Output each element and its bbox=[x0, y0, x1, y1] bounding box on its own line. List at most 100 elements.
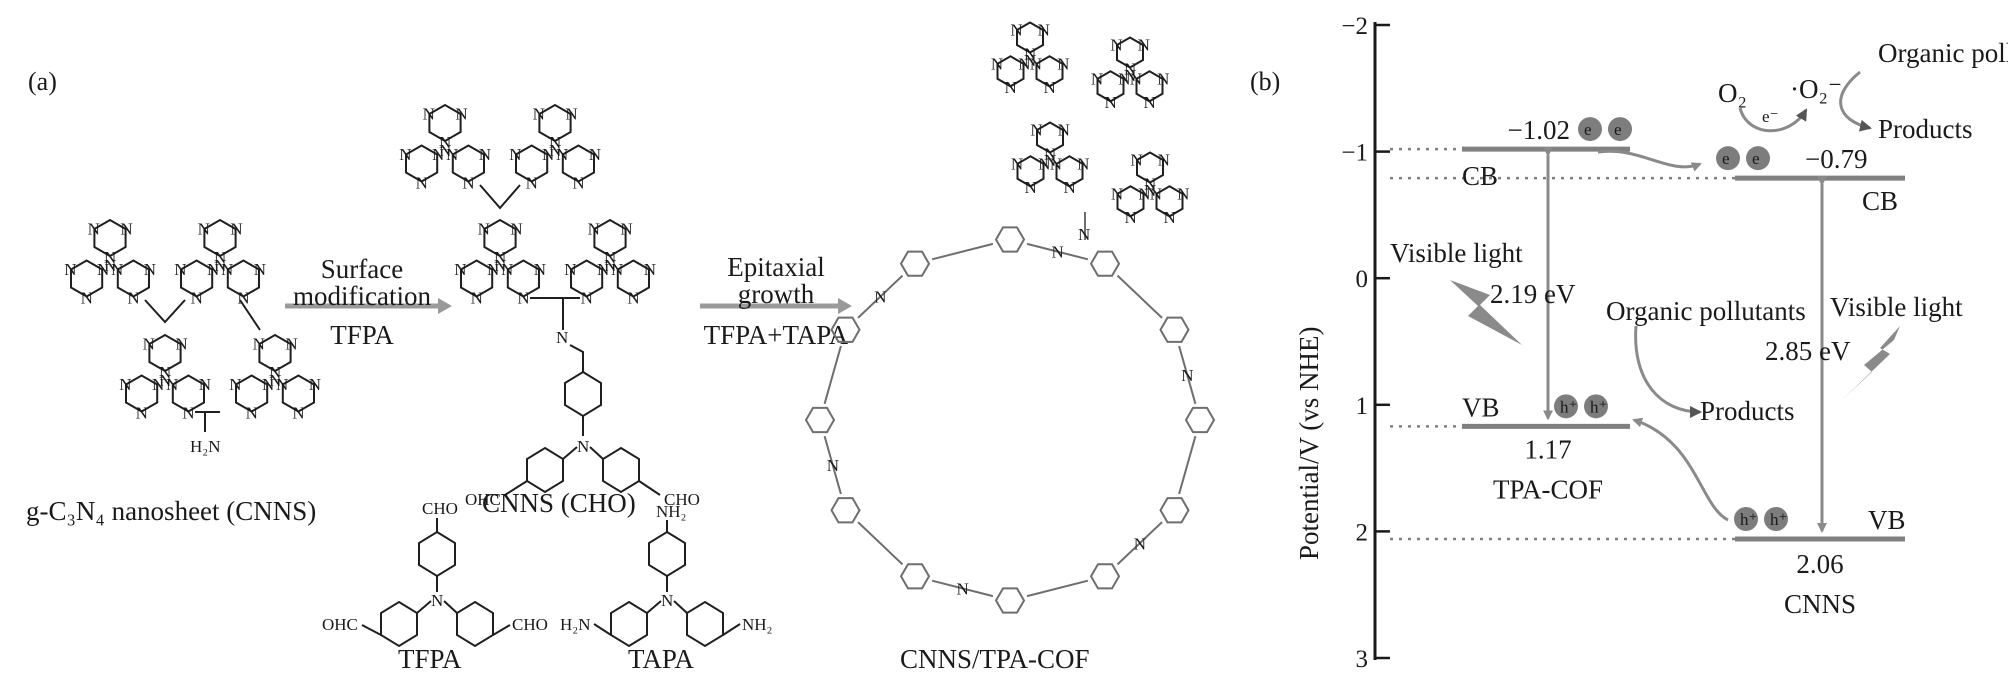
ring-n-atom: N bbox=[1064, 178, 1076, 197]
ring-n-atom: N bbox=[556, 145, 568, 164]
ring-n-atom: N bbox=[572, 173, 584, 192]
ring-n-atom: N bbox=[254, 260, 266, 279]
cnns-name: CNNS bbox=[1784, 589, 1856, 619]
ring-n-atom: N bbox=[276, 375, 288, 394]
surface-modification-arrow bbox=[285, 298, 452, 314]
o2-radical-label: ·O₂⁻ bbox=[1790, 74, 1842, 104]
tpa-cb-label: CB bbox=[1462, 161, 1498, 191]
carrier-dot bbox=[1746, 146, 1770, 171]
step2-bottom-label: TFPA+TAPA bbox=[704, 320, 849, 350]
cof-phenyl-ring bbox=[1089, 250, 1121, 277]
center-n-atom: N bbox=[269, 371, 281, 390]
cof-node-n: N bbox=[1134, 534, 1146, 553]
ring-n-atom: N bbox=[627, 288, 639, 307]
ring-n-atom: N bbox=[1024, 44, 1036, 63]
tapa-nh2-top: NH₂ bbox=[656, 502, 686, 521]
ring-n-atom: N bbox=[494, 248, 506, 267]
ring-n-atom: N bbox=[1164, 208, 1176, 227]
ring-n-atom: N bbox=[479, 145, 491, 164]
cnns-cb-value: −0.79 bbox=[1805, 144, 1867, 174]
panel-b-label: (b) bbox=[1250, 67, 1280, 96]
ring-n-atom: N bbox=[517, 288, 529, 307]
cof-phenyl-ring bbox=[830, 497, 861, 524]
tfpa-n: N bbox=[431, 591, 443, 610]
cnns-cho-imine-n: N bbox=[556, 328, 568, 347]
carrier-dot bbox=[1764, 506, 1788, 531]
y-tick-label: 3 bbox=[1356, 646, 1369, 673]
ring-n-atom: N bbox=[159, 363, 171, 382]
electron-transfer-arrow bbox=[1597, 149, 1702, 172]
ring-n-atom: N bbox=[1138, 36, 1150, 55]
ring-n-atom: N bbox=[446, 145, 458, 164]
ring-n-atom: N bbox=[542, 145, 554, 164]
ring-n-atom: N bbox=[1138, 184, 1150, 203]
ring-n-atom: N bbox=[1125, 208, 1137, 227]
carrier-label: e bbox=[1752, 149, 1760, 168]
ring-n-atom: N bbox=[611, 260, 623, 279]
center-n-atom: N bbox=[159, 371, 171, 390]
cnns-gap-label: 2.85 eV bbox=[1765, 336, 1851, 366]
cof-node-n: N bbox=[874, 288, 886, 307]
cof-phenyl-ring bbox=[1184, 406, 1216, 434]
ring-n-atom: N bbox=[1110, 36, 1122, 55]
ring-n-atom: N bbox=[230, 220, 242, 239]
mid-products-label: Products bbox=[1700, 396, 1795, 426]
center-n-atom: N bbox=[604, 256, 616, 275]
cnns-cho-caption: CNNS (CHO) bbox=[482, 488, 636, 518]
ring-n-atom: N bbox=[620, 220, 632, 239]
center-n-atom: N bbox=[494, 256, 506, 275]
ring-n-atom: N bbox=[1044, 78, 1056, 97]
cnns-cho-cho: CHO bbox=[664, 490, 700, 509]
cof-phenyl-ring bbox=[899, 250, 931, 277]
cnns-cb-label: CB bbox=[1862, 186, 1898, 216]
ring-n-atom: N bbox=[510, 220, 522, 239]
ring-n-atom: N bbox=[1038, 21, 1050, 40]
mid-degradation-arrow bbox=[1634, 325, 1702, 418]
ring-n-atom: N bbox=[455, 105, 467, 124]
cof-node-n: N bbox=[957, 579, 969, 598]
ring-n-atom: N bbox=[152, 375, 164, 394]
top-degradation-arrow bbox=[1839, 70, 1872, 132]
ring-n-atom: N bbox=[144, 260, 156, 279]
ring-n-atom: N bbox=[1118, 69, 1130, 88]
ring-n-atom: N bbox=[1030, 54, 1042, 73]
o2-reduction-arrow bbox=[1738, 107, 1808, 133]
lightning-left-icon bbox=[1450, 280, 1522, 345]
ring-n-atom: N bbox=[589, 145, 601, 164]
lightning-right-icon bbox=[1842, 326, 1900, 400]
tfpa-caption: TFPA bbox=[398, 644, 462, 674]
ring-n-atom: N bbox=[1057, 54, 1069, 73]
y-axis-label: Potential/V (vs NHE) bbox=[1294, 327, 1324, 560]
cnns-vb-label: VB bbox=[1868, 505, 1906, 535]
ring-n-atom: N bbox=[269, 363, 281, 382]
ring-n-atom: N bbox=[526, 173, 538, 192]
cof-phenyl-ring bbox=[1089, 563, 1121, 590]
cof-phenyl-ring bbox=[1159, 316, 1190, 343]
ring-n-atom: N bbox=[111, 260, 123, 279]
ring-n-atom: N bbox=[1011, 154, 1023, 173]
step1-top-label: Surface bbox=[321, 254, 403, 284]
cof-node-n: N bbox=[1181, 366, 1193, 385]
tpa-vb-value: 1.17 bbox=[1524, 434, 1571, 464]
ring-n-atom: N bbox=[549, 133, 561, 152]
carrier-dot bbox=[1584, 394, 1608, 419]
cof-link-n: N bbox=[1078, 225, 1090, 244]
carrier-label: h⁺ bbox=[1560, 397, 1577, 416]
ring-n-atom: N bbox=[136, 403, 148, 422]
cof-phenyl-ring bbox=[804, 406, 836, 434]
tapa-n: N bbox=[661, 591, 673, 610]
ring-n-atom: N bbox=[432, 145, 444, 164]
tfpa-cho-top: CHO bbox=[422, 499, 458, 518]
ring-n-atom: N bbox=[143, 335, 155, 354]
ring-n-atom: N bbox=[1044, 144, 1056, 163]
tpa-cb-value: −1.02 bbox=[1508, 115, 1570, 145]
light-left-label: Visible light bbox=[1390, 238, 1523, 268]
ring-n-atom: N bbox=[588, 220, 600, 239]
ring-n-atom: N bbox=[119, 375, 131, 394]
